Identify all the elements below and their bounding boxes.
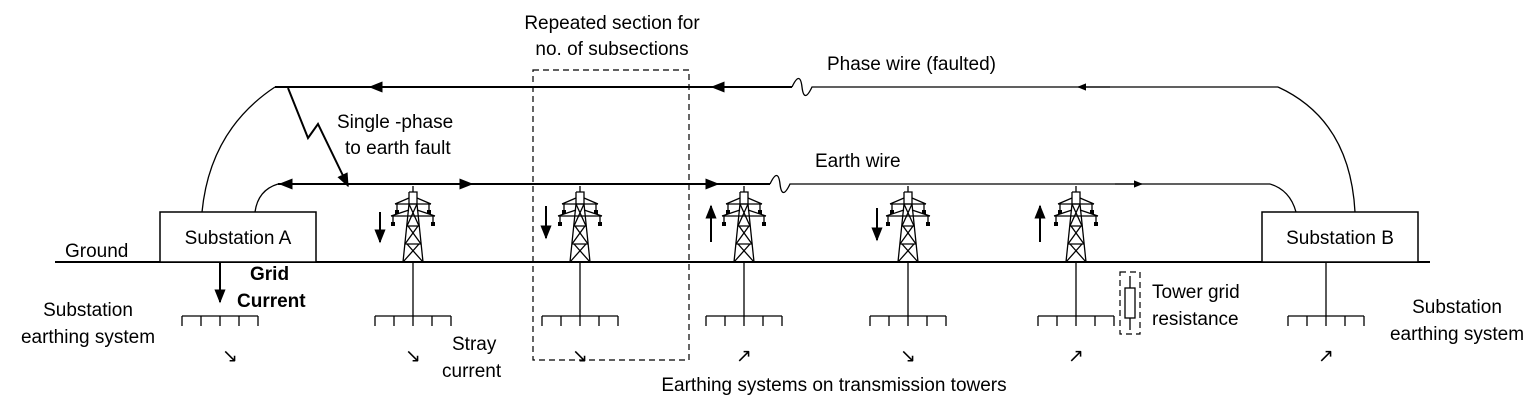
ground-label: Ground <box>65 241 128 262</box>
svg-text:↘: ↘ <box>900 346 916 367</box>
grid-current-label-1: Grid <box>250 264 289 285</box>
substation-a-current-symbol: ↘ <box>222 346 238 367</box>
phase-wire-label: Phase wire (faulted) <box>827 54 996 75</box>
phase-wire-right <box>791 77 1278 97</box>
svg-text:↗: ↗ <box>736 346 752 367</box>
substation-earthing-right-2: earthing system <box>1390 324 1524 345</box>
tower-3: ↗ <box>705 185 783 367</box>
substation-a-box <box>159 211 317 263</box>
tower-5: ↗ <box>1034 185 1115 367</box>
towers-earthing-caption: Earthing systems on transmission towers <box>661 375 1006 396</box>
substation-earthing-left-1: Substation <box>43 300 133 321</box>
phase-to-sub-b <box>1277 86 1356 213</box>
substation-b-grid <box>1287 315 1365 327</box>
substation-a-label: Substation A <box>185 228 292 249</box>
repeated-section-box <box>532 69 690 361</box>
earth-wire-label: Earth wire <box>815 151 901 172</box>
resistor-icon <box>1124 287 1136 319</box>
tower-grid-resistance-label-1: Tower grid <box>1152 282 1240 303</box>
tower-grid-resistance-box <box>1119 271 1141 335</box>
tower-4: ↘ <box>869 185 947 367</box>
fault-bolt <box>287 87 349 188</box>
grid-current-label-2: Current <box>237 291 306 312</box>
substation-b-label: Substation B <box>1286 228 1394 249</box>
earth-to-sub-b <box>1269 183 1297 213</box>
substation-earthing-left-2: earthing system <box>21 327 155 348</box>
fault-label-1: Single -phase <box>337 112 453 133</box>
svg-text:↗: ↗ <box>1068 346 1084 367</box>
stray-current-label-1: Stray <box>452 334 497 355</box>
earth-wire-right <box>769 174 1270 194</box>
substation-b-current-symbol: ↗ <box>1318 346 1334 367</box>
tower-1: ↘ <box>374 185 452 367</box>
substation-a-grid <box>181 315 259 327</box>
substation-earthing-right-1: Substation <box>1412 297 1502 318</box>
repeated-section-label-1: Repeated section for <box>524 13 700 34</box>
tower-2: ↘ <box>540 185 619 367</box>
fault-label-2: to earth fault <box>345 138 451 159</box>
svg-text:↘: ↘ <box>572 346 588 367</box>
phase-to-sub-a <box>201 86 276 213</box>
stray-current-label-2: current <box>442 361 502 382</box>
substation-b-box <box>1261 211 1419 263</box>
earth-to-sub-a <box>254 183 279 213</box>
repeated-section-label-2: no. of subsections <box>535 39 688 60</box>
tower-grid-resistance-label-2: resistance <box>1152 309 1239 330</box>
svg-text:↘: ↘ <box>405 346 421 367</box>
